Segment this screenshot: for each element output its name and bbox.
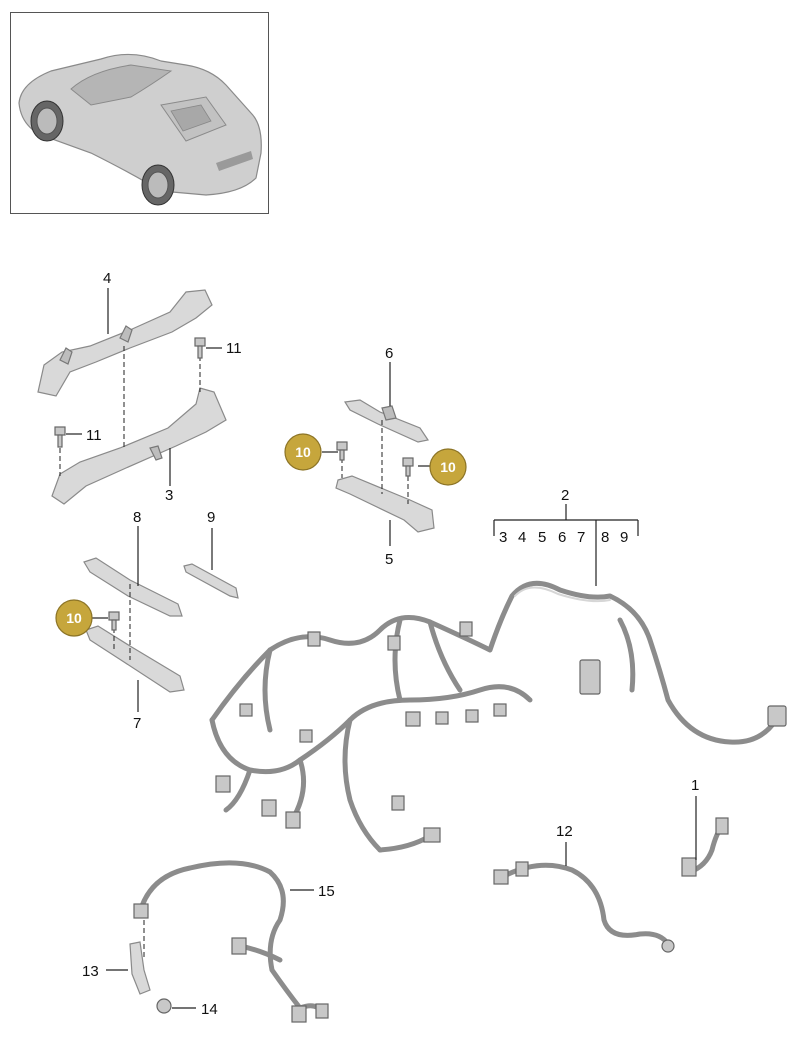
- svg-text:10: 10: [440, 459, 456, 475]
- badge-10-part7[interactable]: 10: [55, 599, 93, 637]
- callout-6: 6: [385, 345, 393, 362]
- bolt-10-part5-left[interactable]: [336, 441, 348, 461]
- callout-13: 13: [82, 963, 99, 980]
- group2-item-9: 9: [620, 529, 628, 546]
- part-8-bracket[interactable]: [83, 557, 183, 617]
- part-15-cable[interactable]: [133, 860, 329, 1023]
- part-9-clip[interactable]: [183, 563, 239, 599]
- group2-item-5: 5: [538, 529, 546, 546]
- main-wiring-harness[interactable]: [209, 580, 787, 853]
- callout-8: 8: [133, 509, 141, 526]
- part-1-cable[interactable]: [681, 817, 729, 877]
- group2-item-3: 3: [499, 529, 507, 546]
- callout-11-left: 11: [86, 427, 102, 444]
- callout-15: 15: [318, 883, 335, 900]
- svg-text:10: 10: [66, 610, 82, 626]
- svg-text:10: 10: [295, 444, 311, 460]
- bolt-11-left[interactable]: [54, 426, 66, 448]
- bolt-10-part5-right[interactable]: [402, 457, 414, 477]
- group2-item-4: 4: [518, 529, 526, 546]
- part-3-bracket[interactable]: [51, 387, 227, 505]
- badge-10-part5-right[interactable]: 10: [429, 448, 467, 486]
- vehicle-thumbnail: [18, 53, 262, 206]
- part-14-grommet[interactable]: [156, 998, 172, 1014]
- vehicle-thumbnail-frame: [10, 12, 269, 214]
- callout-4: 4: [103, 270, 111, 287]
- part-7-bracket[interactable]: [85, 625, 185, 693]
- badge-10-part5-left[interactable]: 10: [284, 433, 322, 471]
- bolt-11-upper[interactable]: [194, 337, 206, 359]
- bolt-10-part7[interactable]: [108, 611, 120, 631]
- callout-14: 14: [201, 1001, 218, 1018]
- callout-9: 9: [207, 509, 215, 526]
- part-5-bracket[interactable]: [335, 475, 435, 533]
- callout-11-upper: 11: [226, 340, 242, 357]
- callout-1: 1: [691, 777, 699, 794]
- part-13-bracket[interactable]: [129, 941, 151, 995]
- group2-item-7: 7: [577, 529, 585, 546]
- callout-2: 2: [561, 487, 569, 504]
- group2-item-6: 6: [558, 529, 566, 546]
- callout-5: 5: [385, 551, 393, 568]
- callout-3: 3: [165, 487, 173, 504]
- part-4-bracket[interactable]: [37, 289, 213, 397]
- part-12-cable[interactable]: [493, 861, 675, 953]
- callout-12: 12: [556, 823, 573, 840]
- group2-item-8: 8: [601, 529, 609, 546]
- callout-7: 7: [133, 715, 141, 732]
- part-6-bracket[interactable]: [343, 399, 429, 443]
